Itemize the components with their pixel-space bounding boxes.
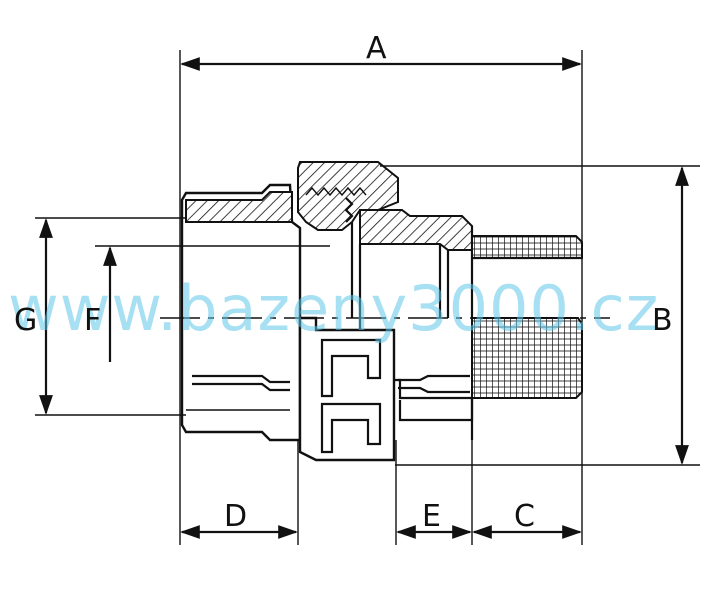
right-body-outline	[358, 226, 474, 318]
right-rib	[398, 374, 470, 394]
male-thread-top	[471, 235, 583, 259]
dimension-lines	[35, 50, 700, 545]
right-body-wall	[359, 209, 473, 251]
dim-label-f: F	[84, 303, 101, 338]
dim-label-e: E	[422, 499, 441, 534]
left-socket-wall-hatch	[185, 191, 293, 223]
dim-label-g: G	[14, 303, 37, 338]
union-nut-thread	[305, 186, 367, 197]
dim-label-d: D	[224, 499, 247, 534]
nut-lug-2	[320, 402, 382, 454]
dim-label-c: C	[514, 499, 535, 534]
nut-lug-1	[320, 338, 382, 398]
fitting-body	[180, 161, 583, 462]
watermark-text: www.bazeny3000.cz	[8, 272, 659, 345]
union-nut-bottom	[298, 316, 396, 462]
seal-detail	[344, 197, 354, 318]
dim-label-b: B	[652, 303, 673, 338]
left-rib	[192, 374, 290, 392]
dim-label-a: A	[366, 31, 387, 66]
